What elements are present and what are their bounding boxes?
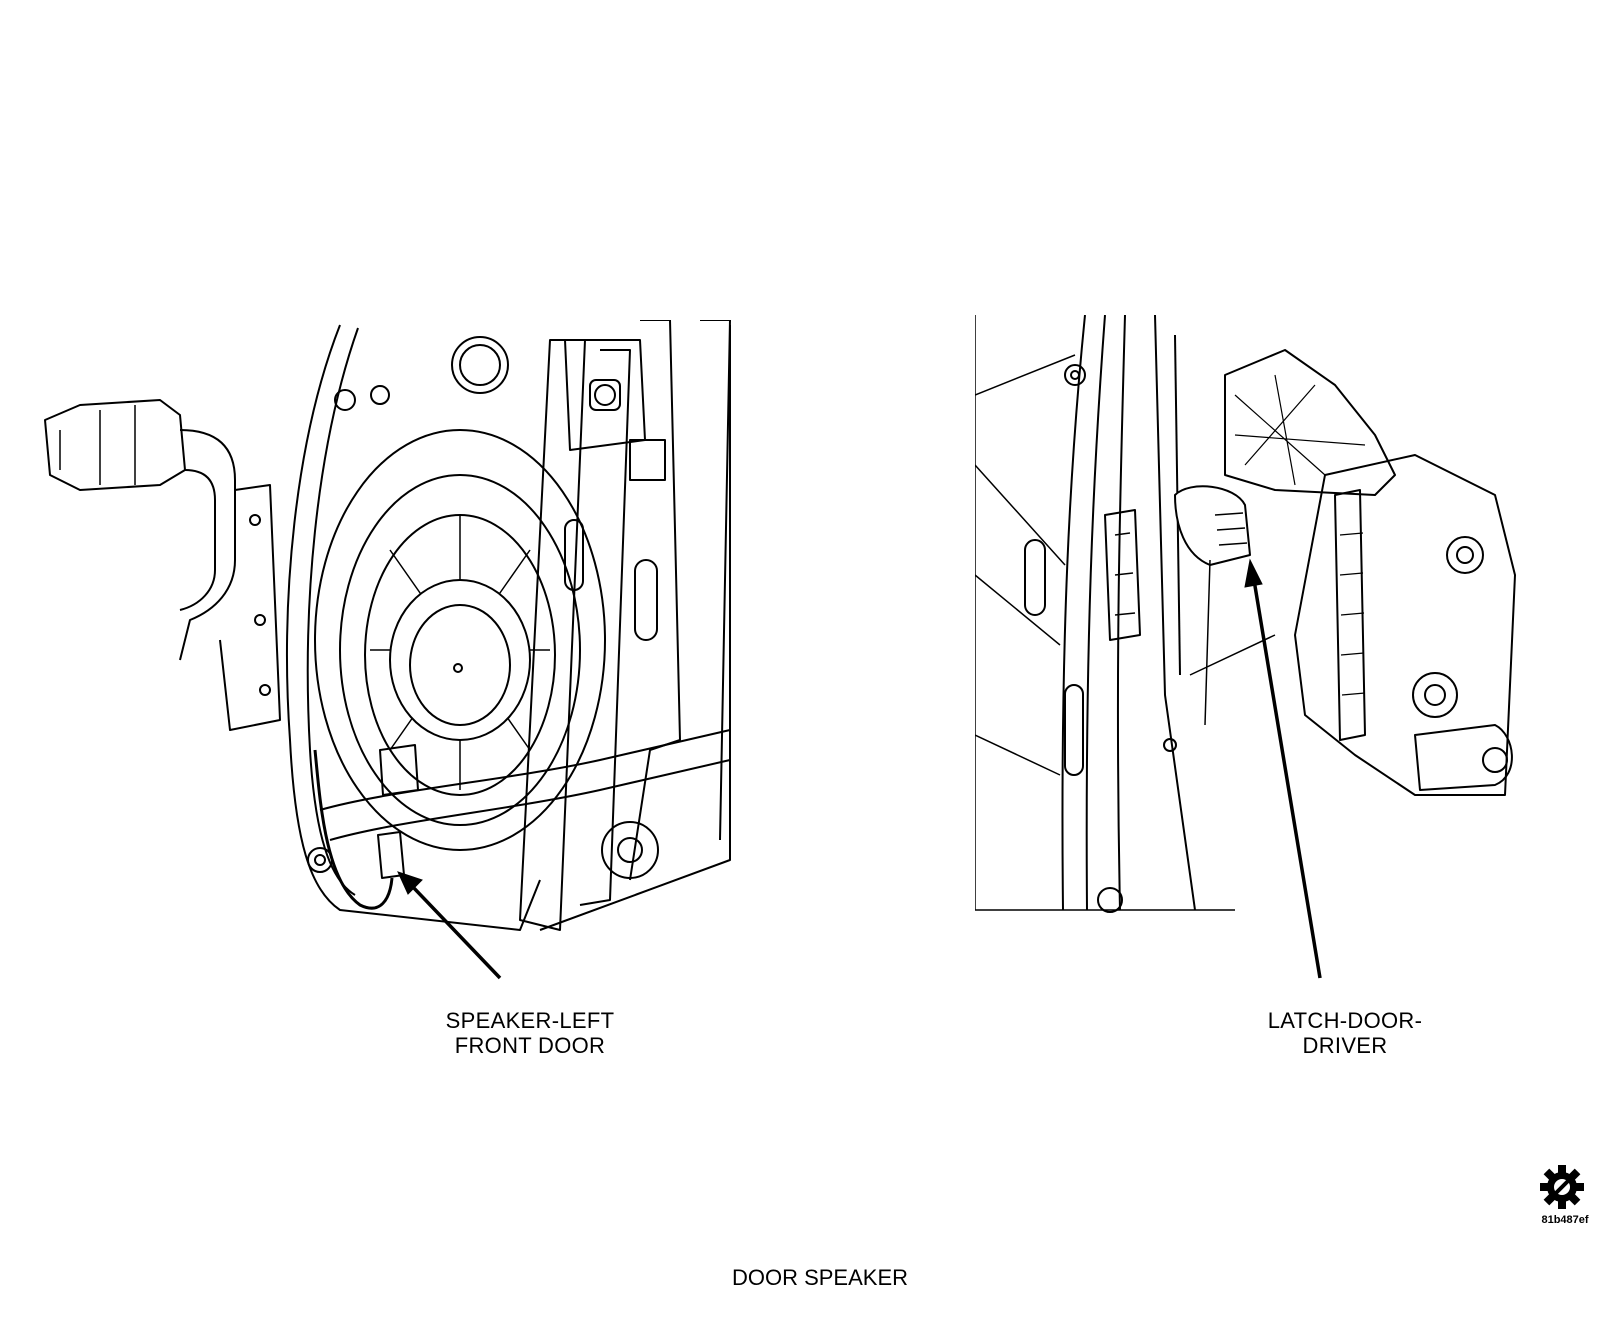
speaker-door-illustration (40, 320, 760, 950)
door-latch-illustration (975, 315, 1555, 915)
callout-latch-door-driver: LATCH-DOOR- DRIVER (1267, 1008, 1423, 1058)
diagram-caption: DOOR SPEAKER (731, 1265, 909, 1290)
reference-code: 81b487ef (1541, 1214, 1589, 1226)
callout-speaker-left-front-door: SPEAKER-LEFT FRONT DOOR (445, 1008, 615, 1058)
gear-slash-icon (1540, 1165, 1584, 1209)
